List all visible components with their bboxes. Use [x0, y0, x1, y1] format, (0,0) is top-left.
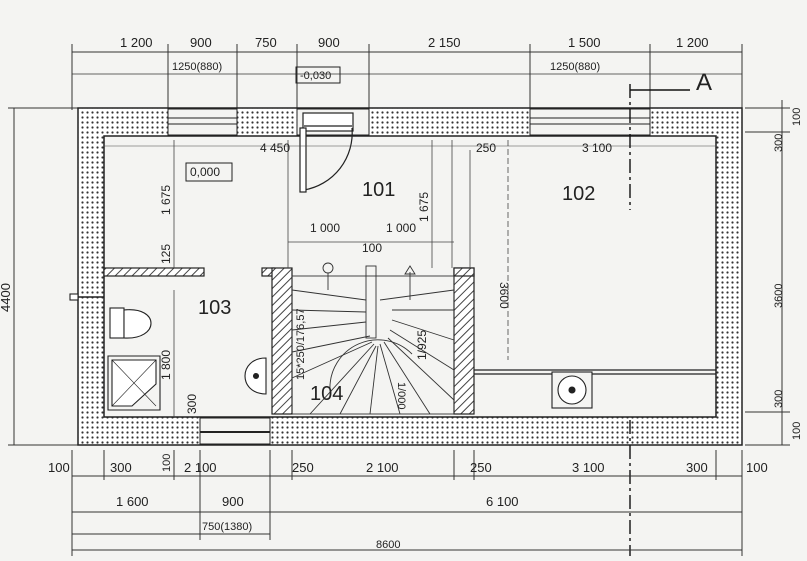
dim-1000-a: 1 000 — [310, 221, 340, 235]
right-dim-4: 300 — [773, 390, 785, 408]
right-dim-3: 3600 — [773, 284, 785, 308]
top-dim-5: 2 150 — [428, 35, 461, 50]
room-104: 104 — [310, 383, 343, 405]
level-top-box — [295, 66, 341, 84]
bottom-dim-row2-1: 1 600 — [116, 494, 149, 509]
right-dim-1: 100 — [791, 108, 803, 126]
top-dim-6: 1 500 — [568, 35, 601, 50]
right-dimension-labels: 100 300 3600 300 100 — [773, 108, 803, 440]
dim-1800: 1 800 — [159, 350, 173, 380]
bottom-dim-5: 2 100 — [366, 460, 399, 475]
dim-3100: 3 100 — [582, 141, 612, 155]
bottom-dim-8: 300 — [686, 460, 708, 475]
room-103: 103 — [198, 297, 231, 319]
bottom-total: 8600 — [376, 539, 400, 551]
bottom-dim-9: 100 — [746, 460, 768, 475]
top-dim-4: 900 — [318, 35, 340, 50]
bottom-dimension-lines — [71, 450, 743, 556]
bathroom-fixtures — [69, 293, 593, 411]
dim-1675-a: 1 675 — [159, 185, 173, 215]
top-dimension-lines — [71, 44, 743, 112]
dim-1000-v: 1/000 — [395, 382, 407, 410]
bottom-dim-extra: 100 — [161, 454, 173, 472]
dim-1675-b: 1 675 — [417, 192, 431, 222]
left-dim-4400: 4400 — [0, 283, 13, 312]
bottom-dim-6: 250 — [470, 460, 492, 475]
bottom-dim-7: 3 100 — [572, 460, 605, 475]
interior-dimension-lines — [104, 84, 716, 556]
bottom-dim-4: 250 — [292, 460, 314, 475]
interior-dimension-labels: 4 450 250 3 100 1 000 1 000 100 1 675 1 … — [159, 141, 612, 414]
top-dim-3: 750 — [255, 35, 277, 50]
dim-3600-inner: 3600 — [497, 282, 511, 309]
right-dim-5: 100 — [791, 422, 803, 440]
right-dim-2: 300 — [773, 134, 785, 152]
top-dim-sub-2: 1250(880) — [550, 61, 600, 73]
level-inner: 0,000 — [190, 165, 220, 179]
top-dim-sub-1: 1250(880) — [172, 61, 222, 73]
room-labels: 101 102 103 104 — [198, 179, 595, 405]
room-102: 102 — [562, 183, 595, 205]
interior-walls — [103, 267, 716, 415]
level-top: -0,030 — [300, 70, 331, 82]
top-dim-7: 1 200 — [676, 35, 709, 50]
dim-4450: 4 450 — [260, 141, 290, 155]
section-mark: A — [696, 69, 712, 96]
bottom-dim-1: 100 — [48, 460, 70, 475]
dim-125: 125 — [159, 244, 173, 264]
entrance-door — [299, 112, 354, 193]
bottom-dim-2: 300 — [110, 460, 132, 475]
level-inner-box — [185, 162, 233, 182]
dim-250: 250 — [476, 141, 496, 155]
dim-1925: 1/925 — [415, 330, 429, 360]
bottom-dim-row3: 750(1380) — [202, 521, 252, 533]
dim-1000-b: 1 000 — [386, 221, 416, 235]
bottom-dim-row2-3: 6 100 — [486, 494, 519, 509]
side-dimension-lines — [8, 100, 790, 446]
dim-stair: 15*250/176,57 — [295, 308, 307, 380]
top-dimension-labels: 1 200 900 750 900 2 150 1 500 1 200 1250… — [120, 35, 709, 73]
bottom-dimension-labels: 100 300 2 100 250 2 100 250 3 100 300 10… — [48, 454, 768, 551]
dim-300-inner: 300 — [185, 394, 199, 414]
dim-100: 100 — [362, 241, 382, 255]
top-dim-2: 900 — [190, 35, 212, 50]
spiral-staircase — [291, 262, 455, 415]
top-dim-1: 1 200 — [120, 35, 153, 50]
room-101: 101 — [362, 179, 395, 201]
bottom-dim-3: 2 100 — [184, 460, 217, 475]
bottom-dim-row2-2: 900 — [222, 494, 244, 509]
